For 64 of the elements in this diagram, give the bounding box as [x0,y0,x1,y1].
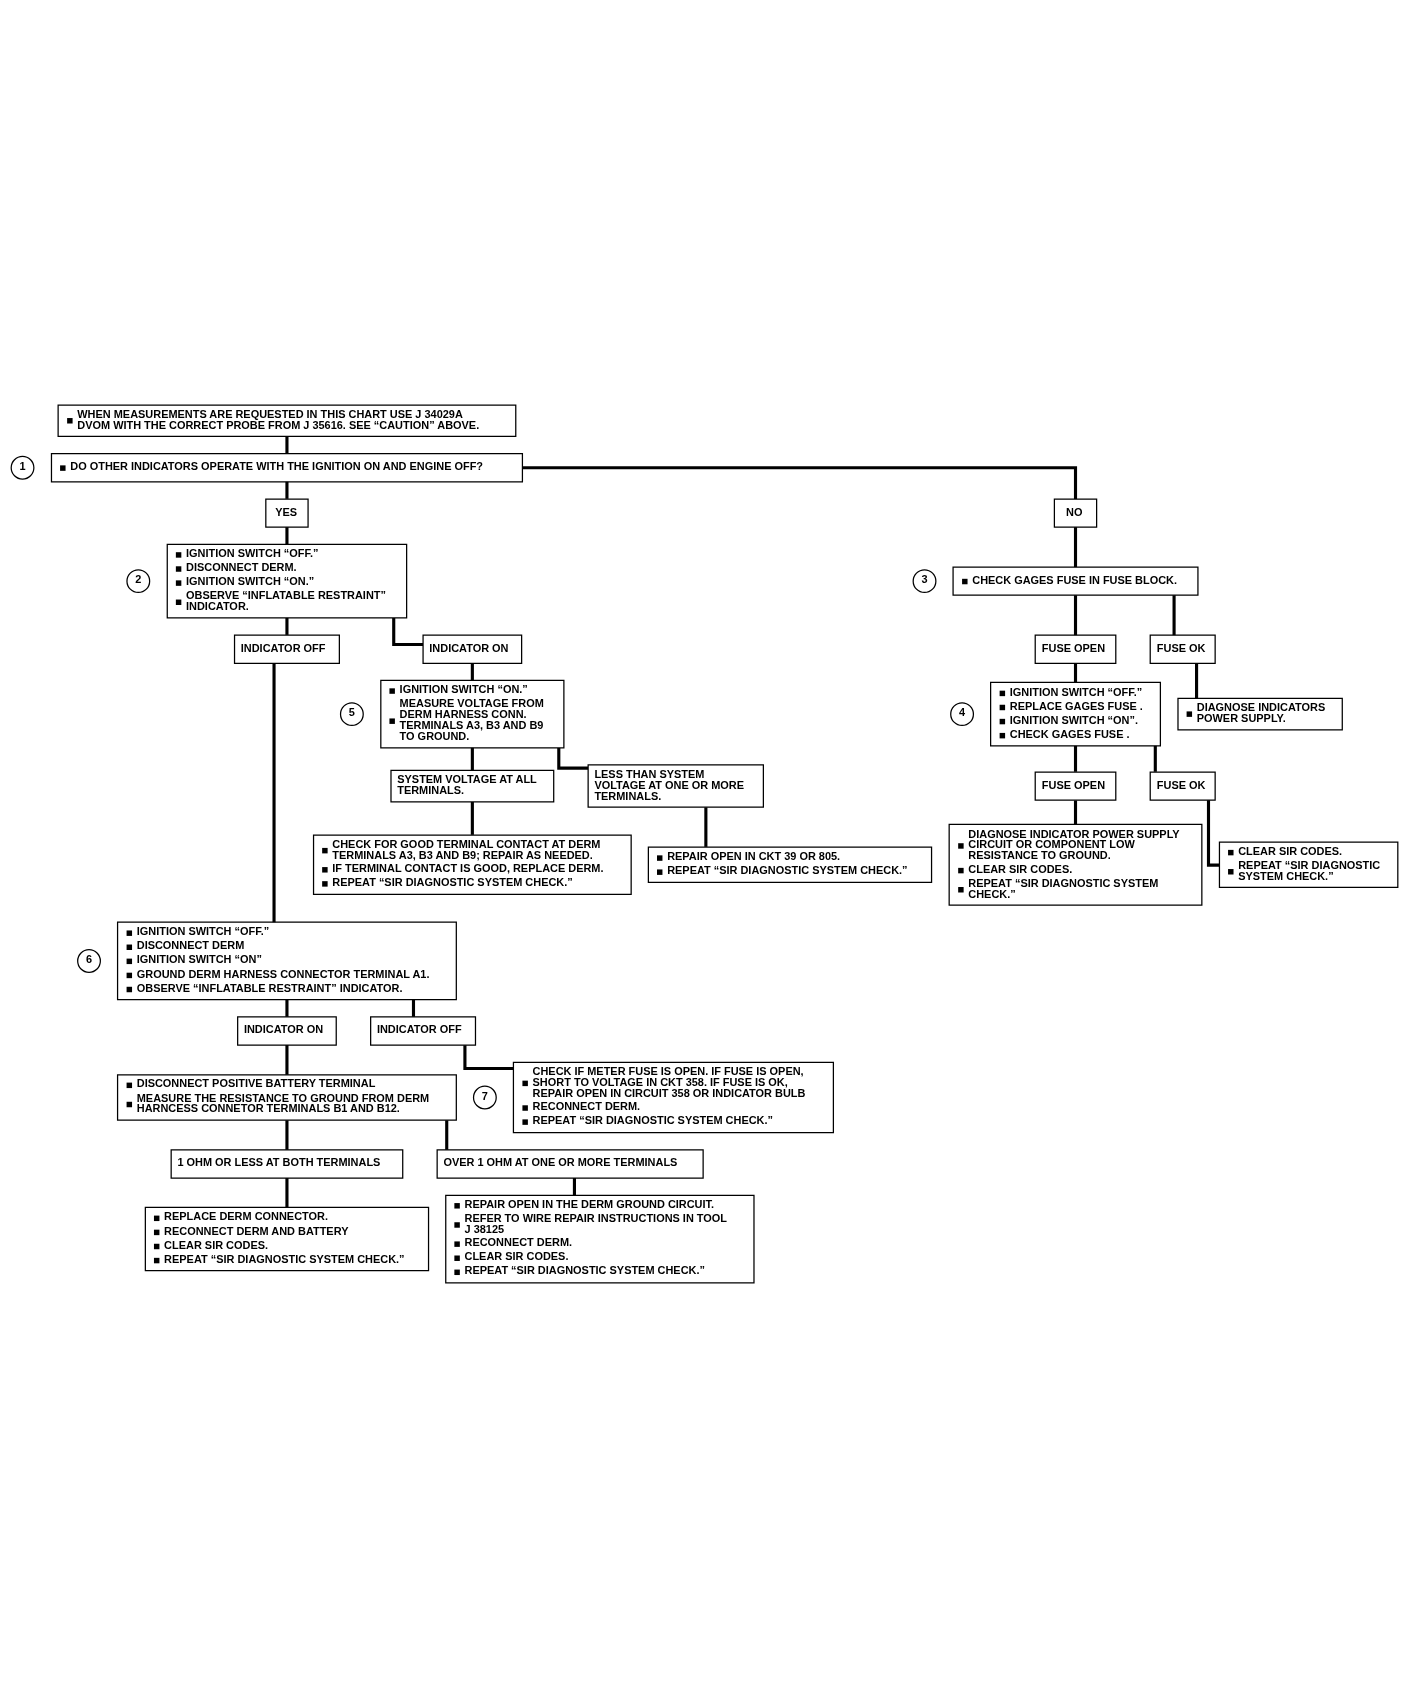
connector [470,747,474,771]
node-label: 5 [348,706,355,719]
connector [572,1178,576,1196]
connector [285,436,289,454]
node-box: CLEAR SIR CODES. REPEAT “SIR DIAGNOSTIC SYSTEM CHECK.” [1218,841,1399,889]
node-box: CHECK GAGES FUSE IN FUSE BLOCK. [952,566,1199,596]
connector [1195,663,1199,699]
node-box: REPAIR OPEN IN THE DERM GROUND CIRCUIT. REFER TO WIRE REPAIR INSTRUCTIONS IN TOOL J 38125 RECONNECT DERM. CLEAR SIR CODES. REPEAT “SIR DIAGNOSTIC SYSTEM CHECK.” [445,1194,755,1284]
node-box: FUSE OK [1149,634,1216,664]
node-box: NO [1053,498,1098,528]
node-box: DO OTHER INDICATORS OPERATE WITH THE IGNITION ON AND ENGINE OFF? [50,453,524,483]
node-label: 3 [921,573,928,586]
node-box: FUSE OPEN [1034,771,1117,801]
node-box: SYSTEM VOLTAGE AT ALL TERMINALS. [390,769,555,803]
node-box: 1 OHM OR LESS AT BOTH TERMINALS [170,1149,404,1179]
node-box: WHEN MEASUREMENTS ARE REQUESTED IN THIS CHART USE J 34029A DVOM WITH THE CORRECT PROBE FROM J 35616. SEE “CAUTION” ABOVE. [57,404,517,438]
node-label: 4 [958,706,966,719]
connector [1073,527,1078,568]
connector [704,807,708,847]
connector [522,466,1078,499]
connector [557,748,588,770]
connector [1073,663,1078,683]
node-box: IGNITION SWITCH “ON.” MEASURE VOLTAGE FROM DERM HARNESS CONN. TERMINALS A3, B3 AND B9 TO GROUND. [380,679,565,749]
connector [285,481,289,499]
node-box: FUSE OK [1149,771,1216,801]
node-box: INDICATOR OFF [233,634,340,664]
node-box: OVER 1 OHM AT ONE OR MORE TERMINALS [436,1149,704,1179]
connector [285,527,289,545]
connector [411,999,416,1017]
node-box: INDICATOR OFF [370,1016,477,1046]
connector [285,999,289,1017]
node-label: 1 [19,459,26,472]
node-label: 2 [135,573,142,586]
node-box: IGNITION SWITCH “OFF.” REPLACE GAGES FUSE . IGNITION SWITCH “ON”. CHECK GAGES FUSE . [990,681,1161,747]
connector [285,1178,289,1208]
connector [285,617,289,635]
node-box: IGNITION SWITCH “OFF.” DISCONNECT DERM. IGNITION SWITCH “ON.” OBSERVE “INFLATABLE RESTRAINT” INDICATOR. [166,543,408,619]
node-box: CHECK FOR GOOD TERMINAL CONTACT AT DERM TERMINALS A3, B3 AND B9; REPAIR AS NEEDED. IF TERMINAL CONTACT IS GOOD, REPLACE DERM. REPEAT “SIR DIAGNOSTIC SYSTEM CHECK.” [312,834,632,896]
node-box: REPAIR OPEN IN CKT 39 OR 805. REPEAT “SIR DIAGNOSTIC SYSTEM CHECK.” [647,846,933,883]
connector [1073,800,1078,825]
node-box: INDICATOR ON [237,1016,337,1046]
connector [272,663,276,923]
node-box: REPLACE DERM CONNECTOR. RECONNECT DERM AND BATTERY CLEAR SIR CODES. REPEAT “SIR DIAGNOSTIC SYSTEM CHECK.” [144,1206,430,1272]
connector [1172,595,1176,636]
node-box: CHECK IF METER FUSE IS OPEN. IF FUSE IS OPEN, SHORT TO VOLTAGE IN CKT 358. IF FUSE IS OK, REPAIR OPEN IN CIRCUIT 358 OR INDICATOR BULB RECONNECT DERM. REPEAT “SIR DIAGNOSTIC SYSTEM CHECK.” [512,1061,834,1134]
node-box: IGNITION SWITCH “OFF.” DISCONNECT DERM IGNITION SWITCH “ON” GROUND DERM HARNESS CONNECTOR TERMINAL A1. OBSERVE “INFLATABLE RESTRAINT” INDICATOR. [116,921,457,1001]
connector [1073,745,1078,772]
node-box: FUSE OPEN [1034,634,1117,664]
connector [1153,745,1157,772]
node-box: DIAGNOSE INDICATOR POWER SUPPLY CIRCUIT OR COMPONENT LOW RESISTANCE TO GROUND. CLEAR SIR CODES. REPEAT “SIR DIAGNOSTIC SYSTEM CHECK.” [948,823,1203,906]
connector [1206,800,1220,867]
connector [285,1120,289,1150]
node-box: DISCONNECT POSITIVE BATTERY TERMINAL MEASURE THE RESISTANCE TO GROUND FROM DERM HARNCESS CONNETOR TERMINALS B1 AND B12. [116,1074,457,1121]
connector [445,1120,449,1150]
connector [470,663,474,681]
node-box: YES [265,498,309,528]
node-box: INDICATOR ON [422,634,523,664]
node-label: 6 [85,953,92,966]
node-label: 7 [481,1089,488,1102]
connector [470,802,474,835]
node-box: LESS THAN SYSTEM VOLTAGE AT ONE OR MORE TERMINALS. [587,764,764,808]
connector [1073,595,1078,636]
node-box: DIAGNOSE INDICATORS POWER SUPPLY. [1177,697,1343,731]
connector [285,1045,289,1075]
